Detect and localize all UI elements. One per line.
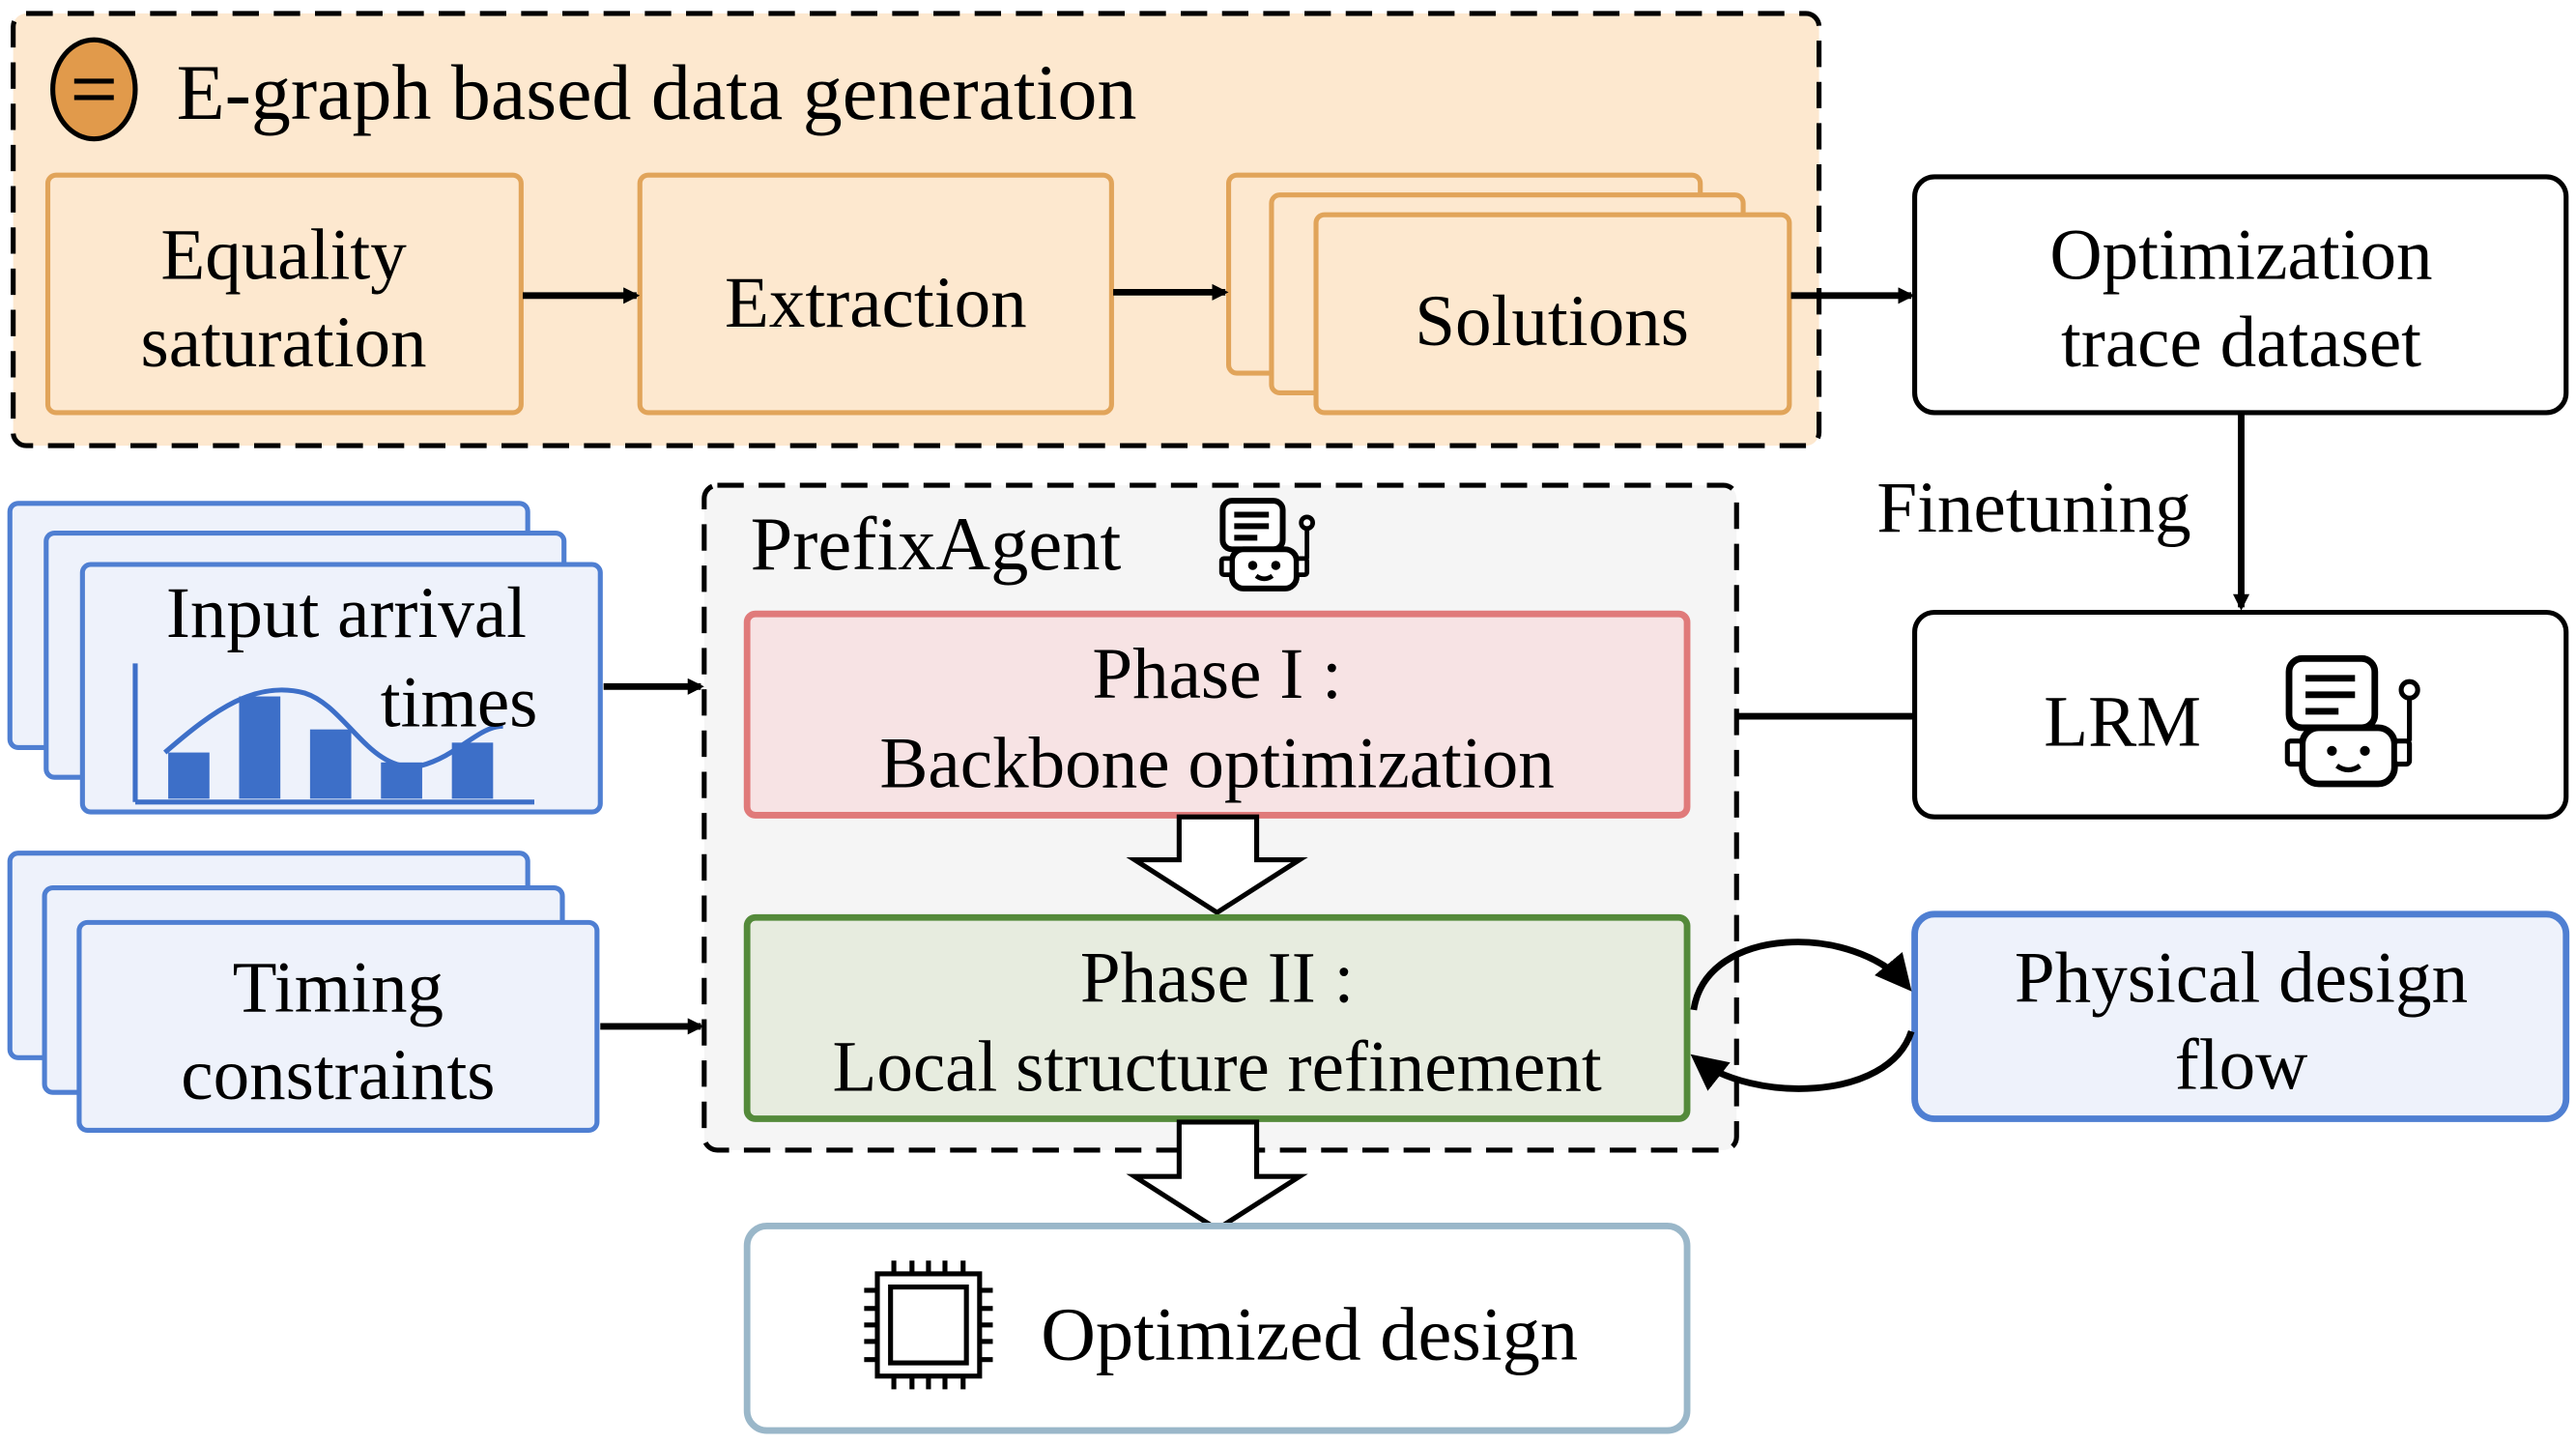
arrow-physical-to-phase2 <box>1690 1029 1915 1092</box>
equality-saturation-label-2: saturation <box>141 303 427 383</box>
dataset-label-2: trace dataset <box>2061 303 2421 383</box>
solutions-stack <box>1225 172 1792 416</box>
phase2-box <box>743 913 1691 1122</box>
timing-constraints-box <box>76 919 600 1133</box>
dataset-label-1: Optimization <box>2049 216 2432 296</box>
input-arrival-label-1: Input arrival <box>166 573 527 653</box>
physical-design-label-2: flow <box>2175 1025 2308 1106</box>
dataset-box <box>1912 174 2569 416</box>
arrow-phase2-to-physical <box>1690 939 1912 1011</box>
egg-icon <box>50 37 138 142</box>
physical-design-box <box>1911 910 2570 1122</box>
timing-label-2: constraints <box>181 1035 495 1115</box>
egraph-group: E-graph based data generation Equality s… <box>11 11 1822 448</box>
timing-label-1: Timing <box>233 948 444 1028</box>
prefixagent-group: PrefixAgent Phase I : Backbone optimizat… <box>701 482 1739 1153</box>
phase1-label-1: Phase I : <box>1092 634 1342 714</box>
chip-icon <box>864 1260 993 1390</box>
physical-design-label-1: Physical design <box>2015 938 2468 1018</box>
prefixagent-title: PrefixAgent <box>751 502 1122 586</box>
agent-robot-icon <box>1218 498 1315 592</box>
phase2-label-2: Local structure refinement <box>832 1026 1601 1107</box>
equality-saturation-label-1: Equality <box>160 216 407 296</box>
input-arrival-stack <box>7 501 603 815</box>
timing-constraints-stack <box>7 851 600 1133</box>
extraction-label: Extraction <box>725 263 1027 343</box>
lrm-box <box>1912 609 2569 820</box>
egraph-title: E-graph based data generation <box>177 48 1137 136</box>
hollow-arrow-phase1-to-phase2 <box>1126 814 1308 916</box>
phase2-label-1: Phase II : <box>1080 938 1355 1018</box>
lrm-label: LRM <box>2044 682 2201 763</box>
finetuning-label: Finetuning <box>1876 468 2190 548</box>
solutions-box <box>1313 212 1792 416</box>
equality-saturation-box <box>44 172 524 416</box>
hollow-arrow-phase2-to-output <box>1126 1119 1308 1232</box>
arrival-chart-icon <box>132 663 534 805</box>
extraction-box <box>637 172 1114 416</box>
optimized-design-label: Optimized design <box>1041 1292 1578 1376</box>
input-arrival-label-2: times <box>381 662 538 742</box>
phase1-label-2: Backbone optimization <box>879 723 1554 803</box>
solutions-label: Solutions <box>1415 281 1689 361</box>
robot-icon <box>2284 654 2420 788</box>
